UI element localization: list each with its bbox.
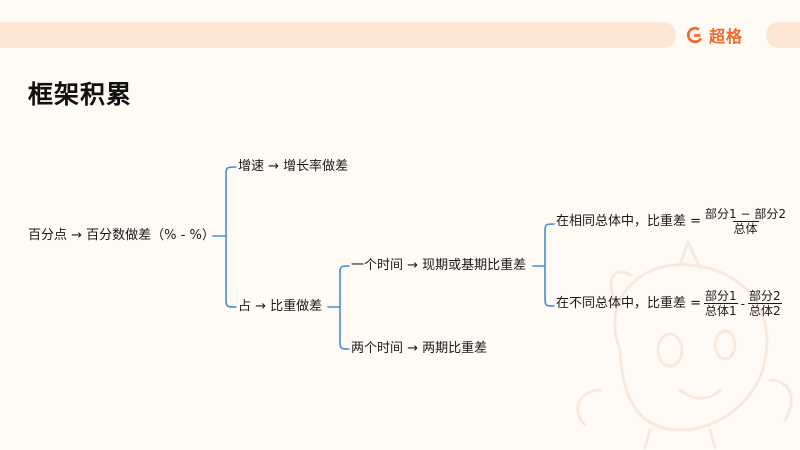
one-period-node: 一个时间 → 现期或基期比重差 xyxy=(351,258,527,273)
header-band-right xyxy=(766,22,800,48)
same-total-denominator: 总体 xyxy=(732,221,759,236)
same-total-formula: 在相同总体中，比重差 = 部分1 − 部分2 总体 xyxy=(556,207,787,237)
diff-total-label: 在不同总体中，比重差 = xyxy=(556,296,702,311)
same-total-numerator: 部分1 − 部分2 xyxy=(705,207,786,221)
diff-total-numerator-1: 部分1 xyxy=(705,289,737,303)
two-periods-node: 两个时间 → 两期比重差 xyxy=(351,341,488,356)
mascot-watermark-icon xyxy=(576,240,793,450)
brand-logo: 超格 xyxy=(686,22,743,48)
diff-total-fraction-2: 部分2 总体2 xyxy=(748,289,782,319)
growth-branch: 增速 → 增长率做差 xyxy=(238,159,349,174)
diff-total-minus: - xyxy=(740,297,746,311)
diff-total-formula: 在不同总体中，比重差 = 部分1 总体1 - 部分2 总体2 xyxy=(556,289,782,319)
brand-mark-icon xyxy=(686,26,704,44)
diff-total-fraction-1: 部分1 总体1 xyxy=(704,289,738,319)
same-total-label: 在相同总体中，比重差 = xyxy=(556,214,702,229)
share-branch: 占 → 比重做差 xyxy=(238,299,323,314)
diff-total-denominator-1: 总体1 xyxy=(704,303,738,318)
header-band xyxy=(0,22,676,48)
diff-total-denominator-2: 总体2 xyxy=(748,303,782,318)
brand-name: 超格 xyxy=(709,27,744,46)
diff-total-numerator-2: 部分2 xyxy=(749,289,781,303)
page-title: 框架积累 xyxy=(28,80,133,109)
same-total-fraction: 部分1 − 部分2 总体 xyxy=(704,207,787,237)
root-node: 百分点 → 百分数做差（% - %） xyxy=(28,228,215,243)
